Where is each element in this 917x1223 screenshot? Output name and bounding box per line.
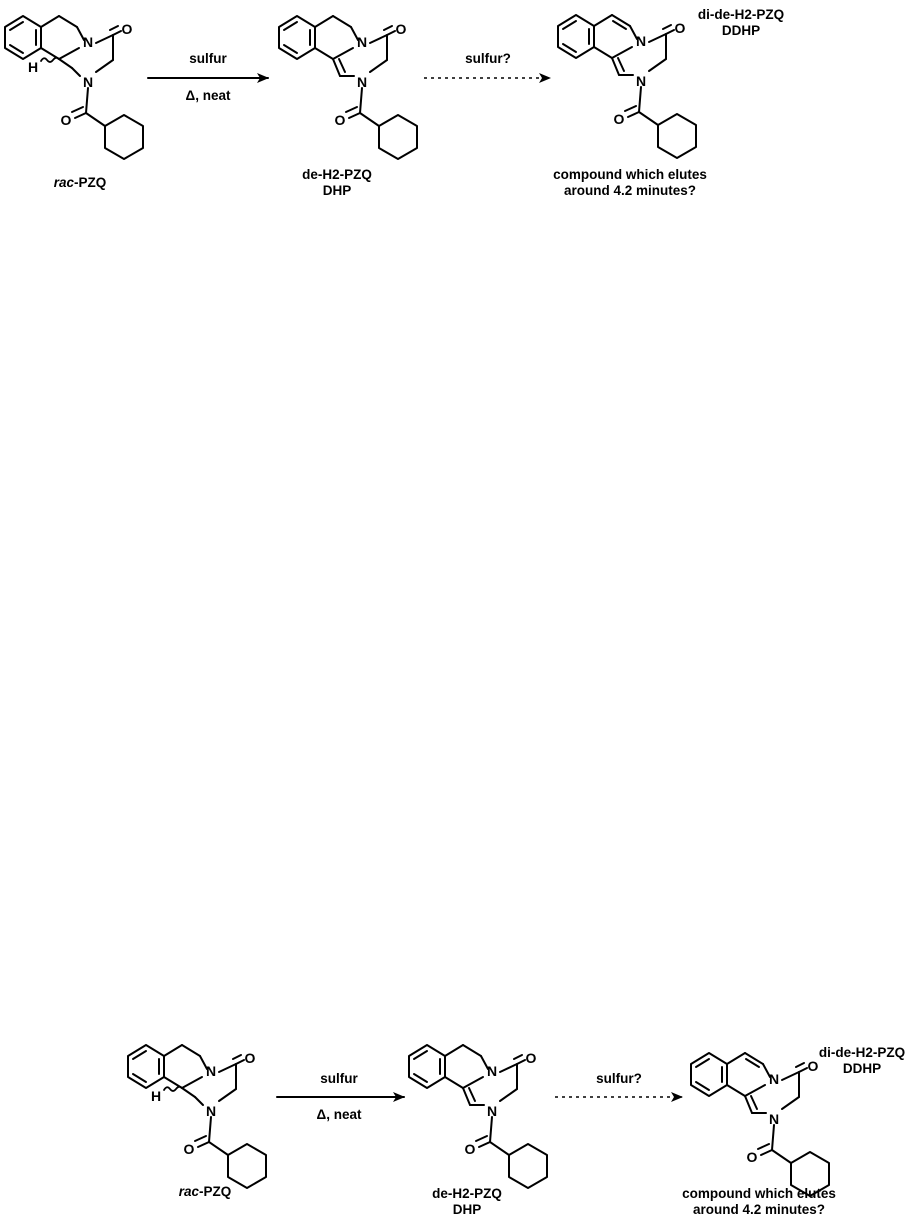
dhp-structure [408, 1044, 548, 1189]
ddhp-abbrev-label: DDHP [843, 1061, 881, 1076]
ddhp-abbrev-label: DDHP [722, 23, 760, 38]
dhp-abbrev-label: DHP [453, 1202, 482, 1217]
bottom-reaction-scheme: rac-PZQ sulfur Δ, neat de-H2-PZQ DHP sul… [127, 1044, 905, 1217]
reagent-question-label: sulfur? [465, 51, 511, 66]
rac-pzq-label: rac-PZQ [54, 175, 107, 190]
dhp-name-label: de-H2-PZQ [302, 167, 372, 182]
ddhp-structure [690, 1052, 830, 1197]
product-question-line1: compound which elutes [682, 1186, 836, 1201]
top-reaction-scheme: rac-PZQ sulfur Δ, neat de-H2-PZQ DHP sul… [4, 7, 784, 198]
product-question-line2: around 4.2 minutes? [693, 1202, 825, 1217]
ddhp-structure [557, 14, 697, 159]
product-question-line1: compound which elutes [553, 167, 707, 182]
condition-label: Δ, neat [317, 1107, 362, 1122]
product-question-line2: around 4.2 minutes? [564, 183, 696, 198]
dhp-structure [278, 15, 418, 160]
rac-pzq-structure [127, 1044, 267, 1189]
dhp-abbrev-label: DHP [323, 183, 352, 198]
reagent-label: sulfur [189, 51, 227, 66]
condition-label: Δ, neat [186, 88, 231, 103]
ddhp-name-label: di-de-H2-PZQ [819, 1045, 905, 1060]
rac-pzq-structure [4, 15, 144, 160]
reagent-label: sulfur [320, 1071, 358, 1086]
reagent-question-label: sulfur? [596, 1071, 642, 1086]
rac-pzq-label: rac-PZQ [179, 1184, 232, 1199]
ddhp-name-label: di-de-H2-PZQ [698, 7, 784, 22]
dhp-name-label: de-H2-PZQ [432, 1186, 502, 1201]
